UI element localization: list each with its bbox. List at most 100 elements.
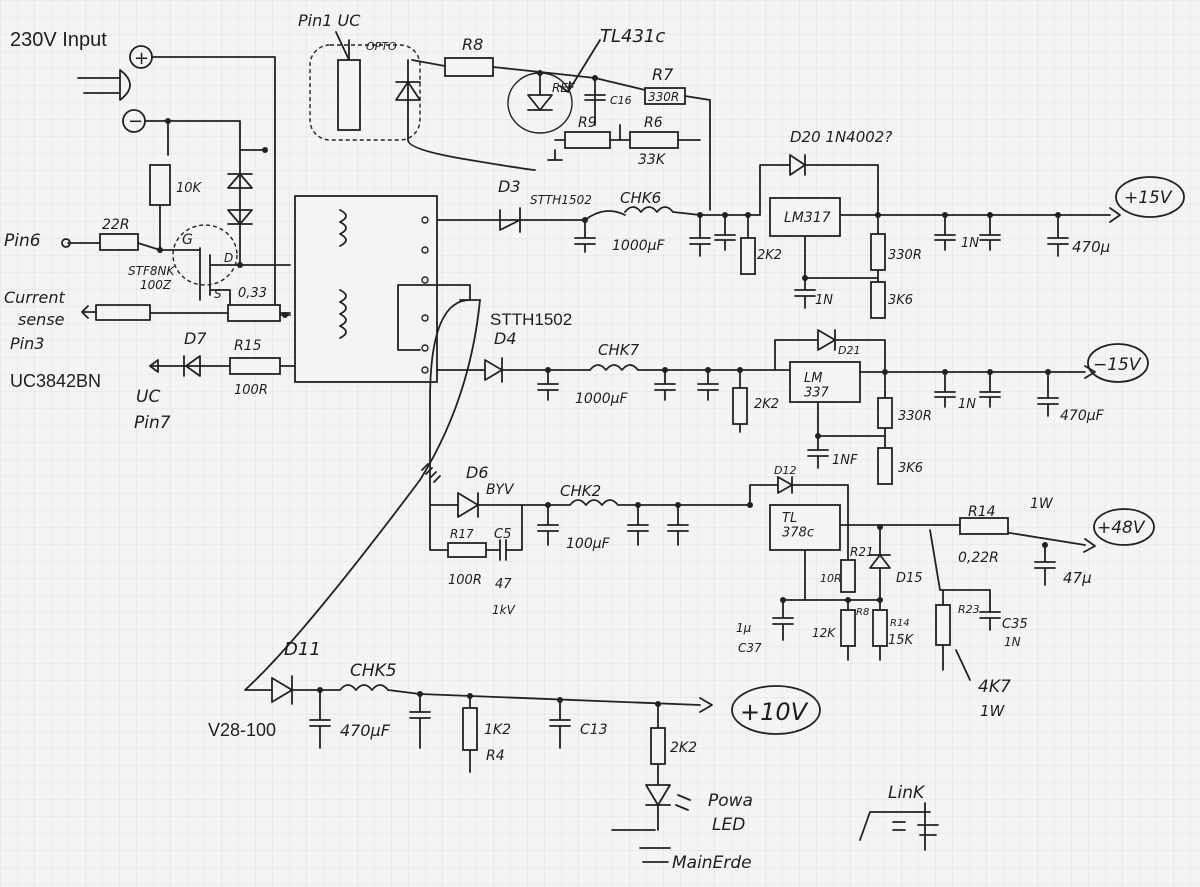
lm317-label: LM317 bbox=[784, 210, 831, 226]
pin7-label: Pin7 bbox=[134, 413, 171, 433]
c35-value: 1N bbox=[1004, 635, 1021, 649]
byv-label: BYV bbox=[486, 482, 515, 498]
c1n-a-label: 1N bbox=[815, 293, 833, 308]
r23-label: R23 bbox=[958, 603, 980, 616]
c1000-b-label: 1000µF bbox=[575, 391, 629, 407]
rb-label: R8 bbox=[856, 607, 869, 618]
chk2-label: CHK2 bbox=[560, 482, 601, 500]
link-symbol bbox=[859, 802, 939, 851]
stth-d4-label: STTH1502 bbox=[490, 310, 572, 329]
mains-input bbox=[77, 45, 291, 316]
uc-label: UC bbox=[136, 387, 160, 407]
r022-label: 0,22R bbox=[958, 550, 999, 566]
c100-label: 100µF bbox=[566, 536, 611, 552]
c13-label: C13 bbox=[580, 722, 608, 738]
c37-label: C37 bbox=[738, 641, 762, 655]
rail-plus-15v bbox=[499, 154, 1185, 319]
r17-label: R17 bbox=[450, 527, 474, 541]
r22-label: 22R bbox=[102, 217, 130, 233]
transformer bbox=[294, 195, 501, 383]
r1k2-label: 1K2 bbox=[484, 722, 511, 738]
r8-label: R8 bbox=[462, 35, 483, 54]
c37-value: 1µ bbox=[736, 621, 752, 635]
c470-c-label: 470µF bbox=[340, 721, 391, 740]
power-led-label-2: LED bbox=[712, 815, 745, 835]
r14b-label: R14 bbox=[890, 618, 910, 629]
minus-sign: − bbox=[128, 111, 143, 132]
r12k-label: 12K bbox=[812, 626, 836, 640]
r3k6-b-label: 3K6 bbox=[898, 461, 923, 476]
c47-b-label: 47 bbox=[495, 577, 512, 592]
snubber-diodes bbox=[227, 147, 268, 246]
d3-stth-label: STTH1502 bbox=[530, 193, 592, 207]
s-label: S bbox=[214, 287, 222, 301]
r14-label: R14 bbox=[968, 504, 996, 520]
r15-label: R15 bbox=[234, 338, 262, 354]
r2k2-a-label: 2K2 bbox=[757, 248, 782, 263]
g-label: G bbox=[182, 232, 193, 248]
c47-a-label: 47µ bbox=[1063, 569, 1092, 587]
tl431c-label: TL431c bbox=[600, 26, 665, 47]
rail-plus-48v bbox=[421, 299, 1155, 681]
d20-label: D20 1N4002? bbox=[790, 128, 892, 146]
c1n-b-label: 1N bbox=[961, 236, 979, 251]
r6-value: 33K bbox=[638, 152, 667, 168]
main-erde-label: MainErde bbox=[672, 853, 752, 873]
c1kv-label: 1kV bbox=[492, 603, 516, 617]
r330-b-label: 330R bbox=[898, 409, 932, 424]
pin1-uc-label: Pin1 UC bbox=[298, 11, 361, 30]
stf8nk-label: STF8NK bbox=[128, 264, 175, 278]
d11-label: D11 bbox=[284, 639, 321, 660]
r9-label: R9 bbox=[578, 115, 597, 131]
c1nf-label: 1NF bbox=[832, 453, 858, 468]
uc3842bn-label: UC3842BN bbox=[10, 371, 101, 391]
mosfet bbox=[61, 224, 291, 322]
d4-label: D4 bbox=[494, 329, 517, 348]
r7-value: 330R bbox=[648, 90, 679, 104]
r033-label: 0,33 bbox=[238, 286, 267, 301]
c5-label: C5 bbox=[494, 527, 511, 542]
pin3-label: Pin3 bbox=[10, 334, 44, 353]
d7-label: D7 bbox=[184, 329, 207, 348]
c16-label: C16 bbox=[610, 94, 632, 107]
d15-label: D15 bbox=[896, 571, 923, 586]
r7-label: R7 bbox=[652, 65, 674, 84]
feedback-opto bbox=[309, 31, 711, 211]
c35-label: C35 bbox=[1002, 617, 1028, 632]
d12-label: D12 bbox=[774, 464, 796, 477]
r100r-label: 100R bbox=[448, 573, 482, 588]
chk5-label: CHK5 bbox=[350, 661, 397, 681]
v28-100-label: V28-100 bbox=[208, 720, 276, 740]
r10r-label: 10R bbox=[820, 572, 842, 585]
c1n-c-label: 1N bbox=[958, 397, 976, 412]
c1000-a-label: 1000µF bbox=[612, 238, 666, 254]
r4k7-watt-label: 1W bbox=[980, 702, 1006, 720]
power-led-label: Powa bbox=[708, 791, 753, 811]
d21-label: D21 bbox=[838, 344, 860, 357]
input-230v-label: 230V Input bbox=[10, 29, 107, 51]
current-sense-label: Current bbox=[4, 288, 65, 307]
c470-a-label: 470µ bbox=[1072, 238, 1110, 256]
stf-resistor-label: 100Z bbox=[140, 278, 172, 292]
link-label: LinK bbox=[888, 783, 926, 803]
r330-a-label: 330R bbox=[888, 248, 922, 263]
c470-b-label: 470µF bbox=[1060, 408, 1105, 424]
current-sense-label-2: sense bbox=[18, 310, 65, 329]
out-minus-15v-label: −15V bbox=[1093, 355, 1142, 375]
r3k6-a-label: 3K6 bbox=[888, 293, 913, 308]
chk7-label: CHK7 bbox=[598, 341, 640, 359]
out-plus-10v-label: +10V bbox=[740, 698, 809, 726]
rail-plus-10v bbox=[244, 299, 821, 863]
d-label: D bbox=[224, 251, 233, 265]
d3-label: D3 bbox=[498, 177, 521, 196]
d6-label: D6 bbox=[466, 463, 489, 482]
plus-sign: + bbox=[134, 48, 149, 69]
opto-label: OPTO bbox=[366, 40, 397, 53]
r21-label: R21 bbox=[850, 545, 874, 559]
r4-label: R4 bbox=[486, 748, 505, 764]
chk6-label: CHK6 bbox=[620, 189, 661, 207]
r1w-label: 1W bbox=[1030, 496, 1054, 512]
